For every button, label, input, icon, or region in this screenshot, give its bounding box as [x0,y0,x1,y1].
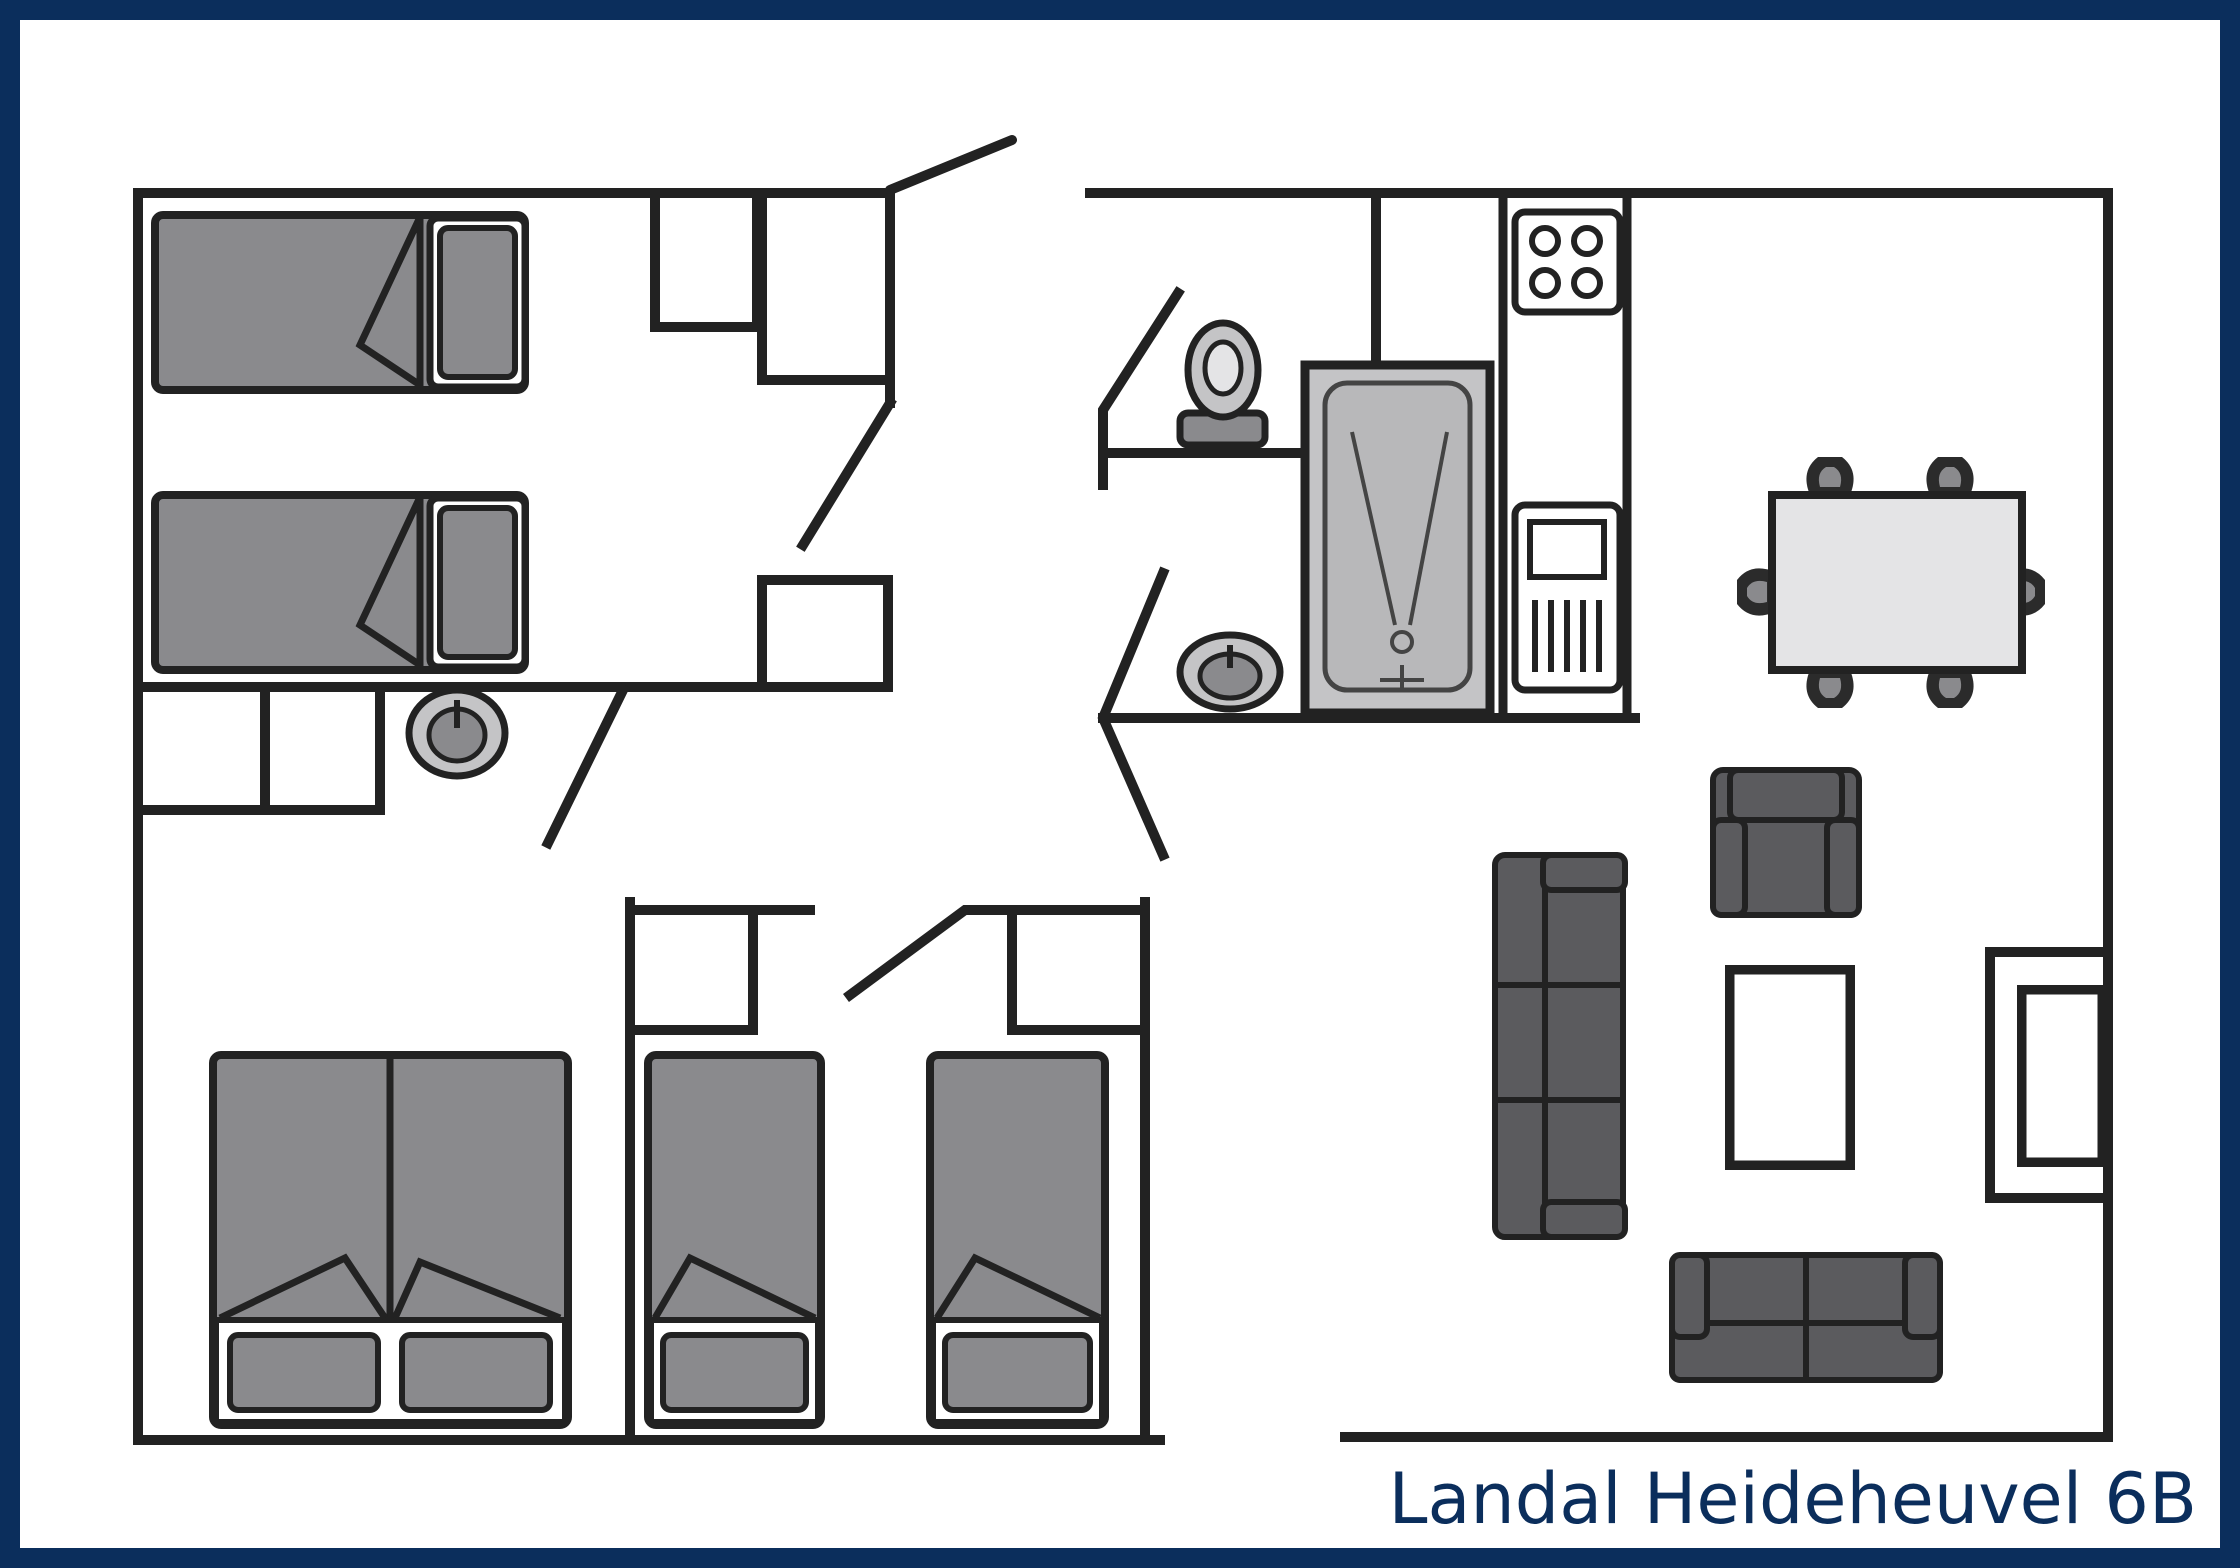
chair-icon [1806,457,1854,495]
shower-icon [1300,360,1495,718]
washbasin-icon [1176,631,1284,713]
single-bed-icon [926,1051,1109,1429]
kitchen-sink-icon [1511,501,1624,694]
kitchen-counter [1498,198,1632,718]
single-bed-icon [644,1051,825,1429]
single-bed-icon [151,491,529,674]
toilet-icon [1176,319,1269,449]
sofa-icon [1669,1252,1943,1383]
armchair-icon [1710,767,1862,918]
chair-icon [1926,670,1974,708]
stove-icon [1511,208,1624,316]
walls [133,188,2113,1445]
property-caption: Landal Heideheuvel 6B [1388,1458,2198,1540]
washbasin-icon [405,686,509,780]
double-bed-icon [209,1051,572,1429]
dining-table-icon [1737,457,2045,708]
single-bed-icon [151,211,529,394]
tv-cabinet-icon [2017,985,2107,1167]
door-icon [885,135,1017,195]
chair-icon [1806,670,1854,708]
sofa-icon [1492,852,1628,1240]
coffee-table-icon [1725,965,1855,1170]
chair-icon [1926,457,1974,495]
